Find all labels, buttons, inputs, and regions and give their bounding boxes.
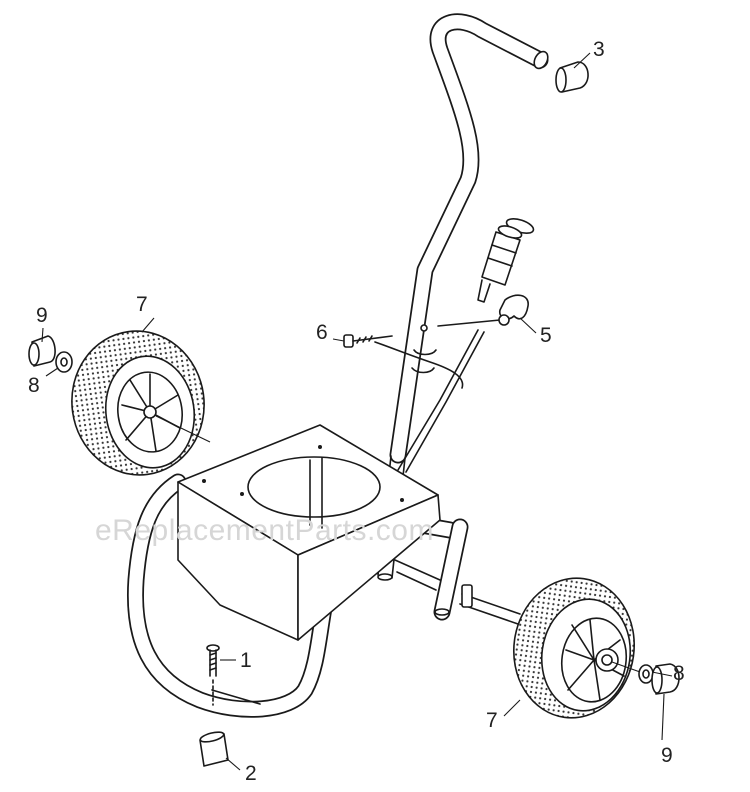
- left-hub-parts: [28, 335, 73, 373]
- callout-2: 2: [245, 762, 257, 785]
- left-wheel: [71, 330, 211, 476]
- callout-9-left: 9: [36, 304, 48, 327]
- callout-3: 3: [593, 38, 605, 61]
- callout-7-right: 7: [486, 709, 498, 732]
- screw-part-1: [206, 644, 220, 706]
- watermark: eReplacementParts.com: [95, 514, 434, 547]
- brace-rod: [374, 319, 501, 473]
- callout-7-left: 7: [136, 293, 148, 316]
- right-hub-parts: [638, 663, 680, 695]
- clip-part-5: [498, 294, 529, 326]
- callout-8-left: 8: [28, 374, 40, 397]
- end-cap-part-3: [555, 61, 589, 93]
- callout-6: 6: [316, 321, 328, 344]
- foot-part-2: [199, 731, 229, 767]
- leader-lines: [41, 52, 673, 771]
- right-wheel: [459, 577, 641, 719]
- handle-grip: [477, 218, 535, 303]
- callout-8-right: 8: [673, 662, 685, 685]
- callout-1: 1: [240, 649, 252, 672]
- callout-5: 5: [540, 324, 552, 347]
- platform-plate: [177, 424, 441, 641]
- callout-9-right: 9: [661, 744, 673, 767]
